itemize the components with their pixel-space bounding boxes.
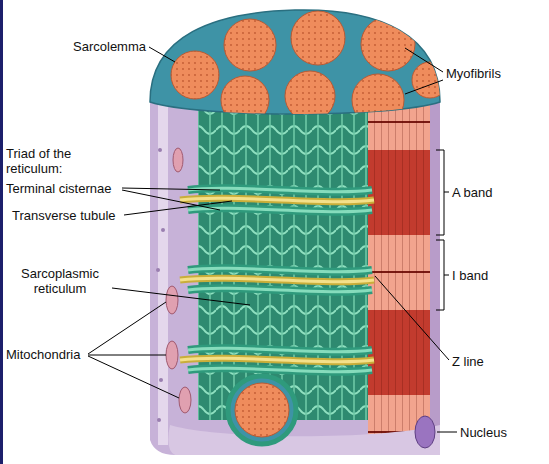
part-label: Terminal cisternae: [6, 181, 112, 196]
transverse-tubules: [180, 198, 374, 361]
part-label: Z line: [452, 354, 484, 369]
mitochondria-shapes: [166, 148, 191, 413]
myofibril-striations: [368, 95, 430, 445]
part-label: A band: [452, 185, 493, 200]
part-label: Sarcolemma: [73, 39, 146, 54]
part-label: Transverse tubule: [12, 208, 116, 223]
fiber-cut-end: [168, 425, 440, 455]
sarcolemma-edge: [430, 95, 440, 455]
triads: [180, 188, 374, 371]
sarcolemma-surface: [150, 95, 440, 455]
leader-lines: [88, 47, 457, 432]
fiber-body: [150, 95, 440, 455]
part-label: Myofibrils: [446, 66, 501, 81]
part-label: Sarcoplasmic reticulum: [10, 266, 110, 296]
part-label: I band: [452, 268, 488, 283]
myofibril-cross-section: [228, 376, 296, 444]
slide-edge: [0, 0, 3, 464]
membrane-highlight: [158, 100, 168, 445]
part-label: Nucleus: [460, 425, 507, 440]
band-brackets: [436, 150, 449, 310]
fiber-top-cap: [150, 10, 448, 126]
nucleus-shape: [415, 416, 435, 448]
part-label: Triad of the reticulum:: [6, 146, 106, 176]
part-label: Mitochondria: [6, 347, 80, 362]
